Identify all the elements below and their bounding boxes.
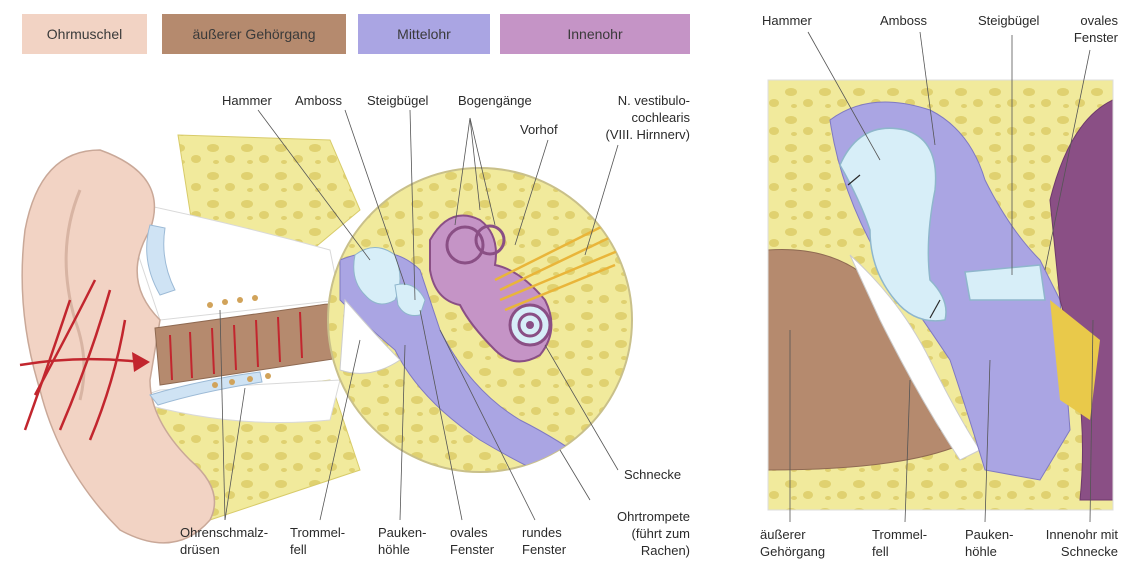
label-rundes-fenster: rundes Fenster <box>522 524 566 558</box>
label-paukenhoehle-line1: Pauken- <box>378 524 426 541</box>
label-ohrtrompete-line2: (führt zum <box>590 525 690 542</box>
label-ovales-fenster-line1: ovales <box>450 524 494 541</box>
right-label-gehoergang-line1: äußerer <box>760 526 825 543</box>
right-label-innenohr-line1: Innenohr mit <box>1030 526 1118 543</box>
right-label-innenohr-line2: Schnecke <box>1030 543 1118 560</box>
label-bogengaenge: Bogengänge <box>458 92 532 109</box>
label-paukenhoehle-line2: höhle <box>378 541 426 558</box>
right-label-paukenhoehle-line1: Pauken- <box>965 526 1013 543</box>
right-label-trommelfell-line2: fell <box>872 543 927 560</box>
right-label-hammer: Hammer <box>762 12 812 29</box>
label-ohrenschmalz: Ohrenschmalz- drüsen <box>180 524 268 558</box>
right-label-trommelfell: Trommel- fell <box>872 526 927 560</box>
detail-panel <box>768 80 1113 510</box>
label-ohrenschmalz-line1: Ohrenschmalz- <box>180 524 268 541</box>
label-nerv-line2: cochlearis <box>578 109 690 126</box>
label-nerv: N. vestibulo- cochlearis (VIII. Hirnnerv… <box>578 92 690 143</box>
right-label-ovales-fenster-line2: Fenster <box>1060 29 1118 46</box>
right-label-gehoergang: äußerer Gehörgang <box>760 526 825 560</box>
label-trommelfell-line1: Trommel- <box>290 524 345 541</box>
right-label-ovales-fenster-line1: ovales <box>1060 12 1118 29</box>
right-label-paukenhoehle: Pauken- höhle <box>965 526 1013 560</box>
label-hammer: Hammer <box>222 92 272 109</box>
label-ohrenschmalz-line2: drüsen <box>180 541 268 558</box>
label-amboss: Amboss <box>295 92 342 109</box>
right-label-amboss: Amboss <box>880 12 927 29</box>
middle-inner-ear-circle <box>328 168 632 490</box>
label-ohrtrompete-line3: Rachen) <box>590 542 690 559</box>
label-trommelfell: Trommel- fell <box>290 524 345 558</box>
label-paukenhoehle: Pauken- höhle <box>378 524 426 558</box>
right-label-innenohr: Innenohr mit Schnecke <box>1030 526 1118 560</box>
label-schnecke: Schnecke <box>624 466 681 483</box>
label-trommelfell-line2: fell <box>290 541 345 558</box>
label-nerv-line3: (VIII. Hirnnerv) <box>578 126 690 143</box>
right-label-steigbuegel: Steigbügel <box>978 12 1039 29</box>
right-label-paukenhoehle-line2: höhle <box>965 543 1013 560</box>
label-ovales-fenster: ovales Fenster <box>450 524 494 558</box>
label-steigbuegel: Steigbügel <box>367 92 428 109</box>
label-rundes-fenster-line2: Fenster <box>522 541 566 558</box>
label-ovales-fenster-line2: Fenster <box>450 541 494 558</box>
label-rundes-fenster-line1: rundes <box>522 524 566 541</box>
right-label-ovales-fenster: ovales Fenster <box>1060 12 1118 46</box>
right-label-trommelfell-line1: Trommel- <box>872 526 927 543</box>
right-label-gehoergang-line2: Gehörgang <box>760 543 825 560</box>
label-vorhof: Vorhof <box>520 121 558 138</box>
label-nerv-line1: N. vestibulo- <box>578 92 690 109</box>
label-ohrtrompete: Ohrtrompete (führt zum Rachen) <box>590 508 690 559</box>
label-ohrtrompete-line1: Ohrtrompete <box>590 508 690 525</box>
outer-ear <box>20 135 360 543</box>
